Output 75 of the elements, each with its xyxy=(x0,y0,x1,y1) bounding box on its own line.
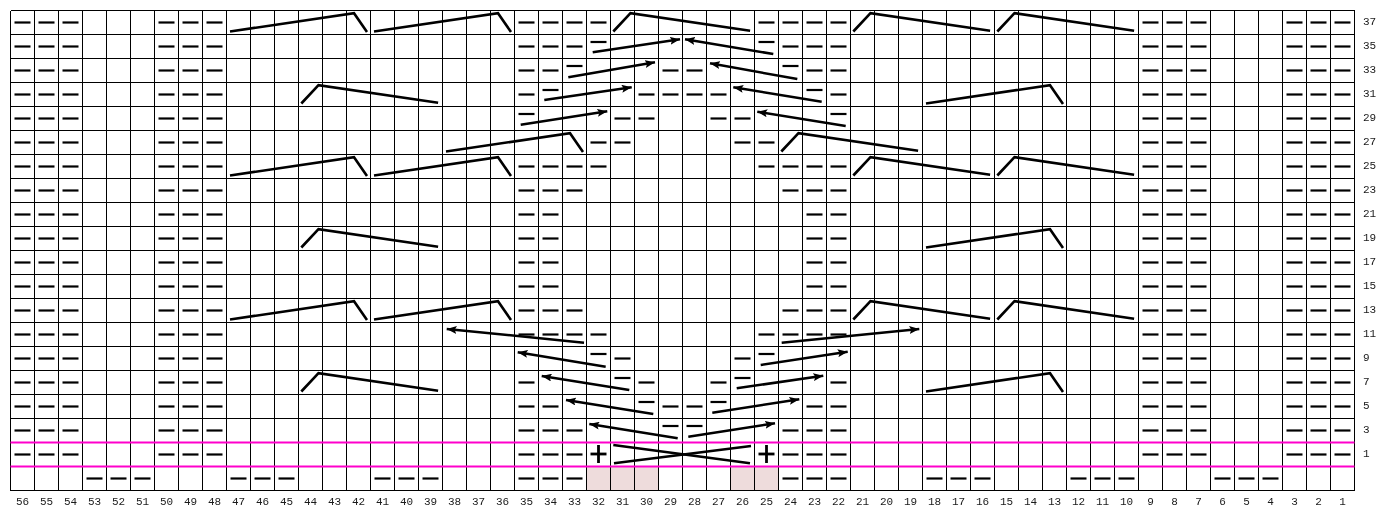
column-number: 27 xyxy=(711,495,726,509)
column-number: 50 xyxy=(159,495,174,509)
column-number: 51 xyxy=(135,495,150,509)
row-number: 37 xyxy=(1363,16,1377,29)
column-number: 31 xyxy=(615,495,630,509)
column-number: 33 xyxy=(567,495,582,509)
column-number: 1 xyxy=(1339,495,1346,509)
column-number: 28 xyxy=(687,495,702,509)
row-number: 9 xyxy=(1363,352,1370,365)
column-number: 46 xyxy=(255,495,270,509)
row-number: 11 xyxy=(1363,328,1377,341)
column-number: 10 xyxy=(1119,495,1134,509)
column-number: 41 xyxy=(375,495,390,509)
column-number: 11 xyxy=(1095,495,1110,509)
row-number: 7 xyxy=(1363,376,1370,389)
column-number: 38 xyxy=(447,495,462,509)
row-number: 31 xyxy=(1363,88,1377,101)
column-number: 32 xyxy=(591,495,606,509)
column-number: 26 xyxy=(735,495,750,509)
column-number: 29 xyxy=(663,495,678,509)
column-number: 3 xyxy=(1291,495,1298,509)
column-number: 15 xyxy=(999,495,1014,509)
column-number: 45 xyxy=(279,495,294,509)
row-number: 35 xyxy=(1363,40,1377,53)
column-number: 9 xyxy=(1147,495,1154,509)
column-number: 22 xyxy=(831,495,846,509)
column-number: 34 xyxy=(543,495,558,509)
column-number: 12 xyxy=(1071,495,1086,509)
row-number: 13 xyxy=(1363,304,1377,317)
column-number: 8 xyxy=(1171,495,1178,509)
column-number: 44 xyxy=(303,495,318,509)
column-number: 4 xyxy=(1267,495,1274,509)
column-number: 17 xyxy=(951,495,966,509)
column-number: 16 xyxy=(975,495,990,509)
column-number: 35 xyxy=(519,495,534,509)
column-number: 56 xyxy=(15,495,30,509)
row-number: 33 xyxy=(1363,64,1377,77)
row-number: 25 xyxy=(1363,160,1377,173)
column-number: 36 xyxy=(495,495,510,509)
row-number: 5 xyxy=(1363,400,1370,413)
column-number: 49 xyxy=(183,495,198,509)
row-number: 15 xyxy=(1363,280,1377,293)
row-number: 23 xyxy=(1363,184,1377,197)
row-number: 29 xyxy=(1363,112,1377,125)
column-number: 47 xyxy=(231,495,246,509)
column-number: 7 xyxy=(1195,495,1202,509)
row-number: 21 xyxy=(1363,208,1377,221)
column-number: 53 xyxy=(87,495,102,509)
column-number: 39 xyxy=(423,495,438,509)
column-number: 21 xyxy=(855,495,870,509)
column-number: 14 xyxy=(1023,495,1038,509)
row-number: 27 xyxy=(1363,136,1377,149)
column-number: 55 xyxy=(39,495,54,509)
column-number: 37 xyxy=(471,495,486,509)
column-number: 48 xyxy=(207,495,222,509)
column-number: 5 xyxy=(1243,495,1250,509)
column-number: 54 xyxy=(63,495,78,509)
column-number: 42 xyxy=(351,495,366,509)
column-number: 43 xyxy=(327,495,342,509)
column-number: 25 xyxy=(759,495,774,509)
column-number: 2 xyxy=(1315,495,1322,509)
column-number: 19 xyxy=(903,495,918,509)
column-number: 30 xyxy=(639,495,654,509)
column-number: 23 xyxy=(807,495,822,509)
row-number: 1 xyxy=(1363,448,1370,461)
row-number: 3 xyxy=(1363,424,1370,437)
row-number: 19 xyxy=(1363,232,1377,245)
column-number: 24 xyxy=(783,495,798,509)
column-number: 20 xyxy=(879,495,894,509)
column-number: 52 xyxy=(111,495,126,509)
column-number: 6 xyxy=(1219,495,1226,509)
column-number: 40 xyxy=(399,495,414,509)
column-number: 13 xyxy=(1047,495,1062,509)
column-number: 18 xyxy=(927,495,942,509)
row-number: 17 xyxy=(1363,256,1377,269)
